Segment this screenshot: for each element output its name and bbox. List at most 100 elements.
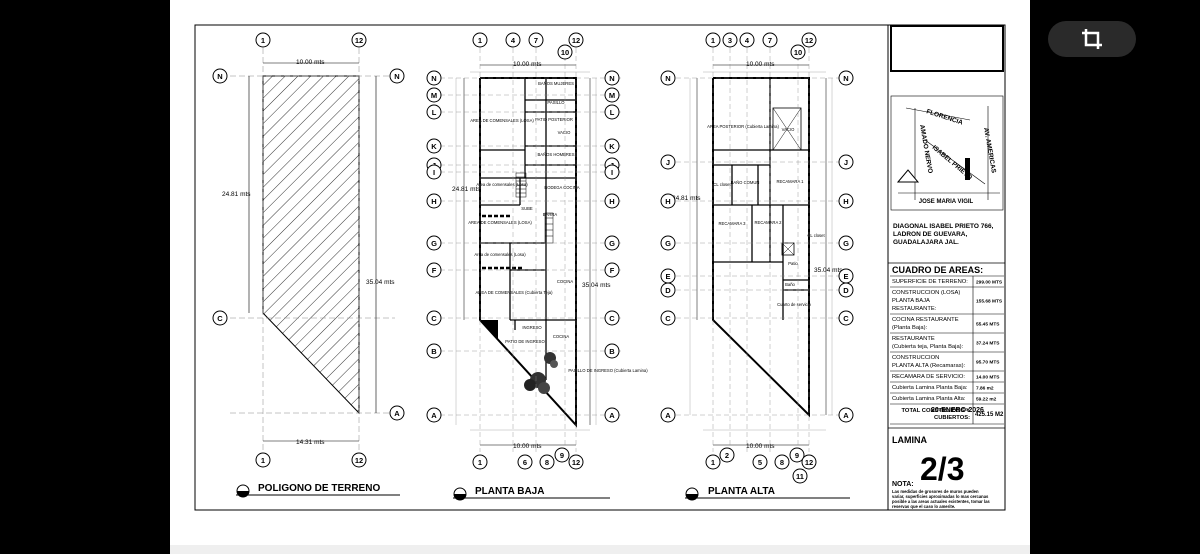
pa-axis-bottom-5: 5 bbox=[752, 454, 768, 470]
pb-axis-top-7: 7 bbox=[528, 32, 544, 48]
terrain-title: POLIGONO DE TERRENO bbox=[258, 483, 380, 494]
area-row-label: Cubierta Lamina Planta Alta: bbox=[892, 396, 966, 402]
pb-room-comensales-losa-3: AREA DE COMENSALES (LOSA) bbox=[468, 220, 532, 225]
pa-axis-right-G: G bbox=[838, 235, 854, 251]
svg-text:F: F bbox=[610, 266, 615, 275]
address-line-2: LADRON DE GUEVARA, bbox=[893, 231, 967, 238]
pb-room-pasillo: PASILLO bbox=[547, 100, 565, 105]
pb-axis-right-N: N bbox=[604, 70, 620, 86]
pa-axis-top-4: 4 bbox=[739, 32, 755, 48]
pa-axis-top-12: 12 bbox=[801, 32, 817, 48]
pb-room-bodega-cocina: BODEGA COCINA bbox=[544, 185, 579, 190]
pa-dim-bottom: 10.00 mts bbox=[746, 443, 775, 450]
area-row-value: 55.45 MTS bbox=[976, 322, 1000, 328]
pa-room-closet-2: CL closet bbox=[807, 233, 825, 238]
svg-text:8: 8 bbox=[545, 458, 549, 467]
pa-axis-bottom-11: 11 bbox=[792, 468, 808, 484]
pb-room-banos-hombres: BAÑOS HOMBRES bbox=[538, 152, 575, 157]
pb-room-sube: SUBE bbox=[521, 206, 533, 211]
pa-axis-left-E: E bbox=[660, 268, 676, 284]
terrain-polygon-view: 10.00 mts 24.81 mts 35.04 mts 14.31 mts … bbox=[212, 32, 405, 498]
pa-axis-bottom-9: 9 bbox=[789, 447, 805, 463]
pa-axis-top-7: 7 bbox=[762, 32, 778, 48]
svg-text:4: 4 bbox=[511, 36, 516, 45]
area-row-label: CONSTRUCCION bbox=[892, 355, 939, 361]
terrain-dim-right: 35.04 mts bbox=[366, 279, 395, 286]
svg-text:12: 12 bbox=[572, 458, 580, 467]
svg-text:12: 12 bbox=[355, 456, 363, 465]
terrain-axis-top-12: 12 bbox=[351, 32, 367, 48]
svg-text:1: 1 bbox=[478, 36, 482, 45]
pb-axis-bottom-6: 6 bbox=[517, 454, 533, 470]
pa-axis-right-J: J bbox=[838, 154, 854, 170]
svg-text:12: 12 bbox=[355, 36, 363, 45]
pb-room-banos-mujeres: BAÑOS MUJERES bbox=[538, 81, 574, 86]
location-map: FLORENCIA AMADO NERVO AV. AMERICAS ISABE… bbox=[890, 95, 1004, 211]
street-jose-maria-vigil: JOSE MARIA VIGIL bbox=[919, 199, 974, 205]
svg-text:1: 1 bbox=[261, 36, 265, 45]
svg-text:1: 1 bbox=[261, 456, 265, 465]
pa-axis-bottom-2: 2 bbox=[719, 447, 735, 463]
area-row-value: 299.00 MTS bbox=[976, 280, 1003, 286]
terrain-dim-left: 24.81 mts bbox=[222, 191, 251, 198]
address-line-1: DIAGONAL ISABEL PRIETO 766, bbox=[893, 223, 994, 230]
svg-text:B: B bbox=[431, 347, 437, 356]
svg-text:I: I bbox=[433, 168, 435, 177]
pb-axis-right-L: L bbox=[604, 104, 620, 120]
planta-baja-title: PLANTA BAJA bbox=[475, 486, 544, 497]
pa-axis-left-C: C bbox=[660, 310, 676, 326]
architectural-drawing: 10.00 mts 24.81 mts 35.04 mts 14.31 mts … bbox=[194, 24, 1006, 511]
pb-room-comensales-losa-4: Area de comensales (Losa) bbox=[474, 252, 526, 257]
svg-text:G: G bbox=[665, 239, 671, 248]
pa-axis-right-N: N bbox=[838, 70, 854, 86]
svg-text:C: C bbox=[843, 314, 849, 323]
pa-room-bano-comun: BAÑO COMUN bbox=[731, 180, 760, 185]
svg-text:3: 3 bbox=[728, 36, 732, 45]
pb-axis-left-K: K bbox=[426, 138, 442, 154]
pa-axis-left-N: N bbox=[660, 70, 676, 86]
svg-text:K: K bbox=[431, 142, 437, 151]
svg-text:J: J bbox=[844, 158, 848, 167]
svg-text:1: 1 bbox=[711, 36, 715, 45]
pb-room-comensales-losa-1: AREA DE COMENSALES (LOSA) bbox=[470, 118, 534, 123]
svg-text:J: J bbox=[666, 158, 670, 167]
pa-room-recamara-1: RECAMARA 1 bbox=[777, 179, 805, 184]
pb-room-comensales-teja: AREA DE COMENSALES (Cubierta Teja) bbox=[476, 290, 554, 295]
pb-dim-right: 35.04 mts bbox=[582, 282, 611, 289]
pb-axis-left-L: L bbox=[426, 104, 442, 120]
logo-box bbox=[890, 25, 1004, 72]
pa-room-closet-1: CL closet bbox=[713, 182, 731, 187]
pa-room-recamara-2: RECAMARA 2 bbox=[755, 220, 783, 225]
pb-axis-bottom-1: 1 bbox=[472, 454, 488, 470]
area-row-label: RECAMARA DE SERVICIO: bbox=[892, 374, 965, 380]
pb-axis-left-I: I bbox=[426, 164, 442, 180]
pb-axis-top-4: 4 bbox=[505, 32, 521, 48]
pa-dim-left: 24.81 mts bbox=[672, 195, 701, 202]
svg-text:A: A bbox=[665, 411, 671, 420]
svg-text:A: A bbox=[609, 411, 615, 420]
drawing-sheet: 10.00 mts 24.81 mts 35.04 mts 14.31 mts … bbox=[170, 0, 1030, 545]
pa-axis-top-3: 3 bbox=[722, 32, 738, 48]
street-florencia: FLORENCIA bbox=[925, 108, 964, 126]
pb-dim-bottom: 10.00 mts bbox=[513, 443, 542, 450]
area-row-value: 7.86 m2 bbox=[976, 386, 994, 392]
crop-button[interactable] bbox=[1048, 21, 1136, 57]
nota-line-4: reservas que el caso lo amerite. bbox=[892, 504, 955, 509]
pa-axis-top-10: 10 bbox=[790, 44, 806, 60]
pb-axis-left-H: H bbox=[426, 193, 442, 209]
area-row-label: PLANTA BAJA bbox=[892, 298, 930, 304]
title-block: FLORENCIA AMADO NERVO AV. AMERICAS ISABE… bbox=[888, 25, 1005, 509]
svg-text:H: H bbox=[431, 197, 436, 206]
pb-axis-bottom-9: 9 bbox=[554, 447, 570, 463]
pa-room-cuarto-servicio: Cuarto de servicio bbox=[777, 302, 811, 307]
terrain-axis-left-c: C bbox=[212, 310, 228, 326]
pa-room-patio: Patio bbox=[788, 261, 798, 266]
pb-axis-right-B: B bbox=[604, 343, 620, 359]
pa-axis-right-C: C bbox=[838, 310, 854, 326]
planta-baja-view: BAÑOS MUJERES PASILLO AREA DE COMENSALES… bbox=[426, 32, 648, 501]
pb-axis-right-C: C bbox=[604, 310, 620, 326]
pb-room-vacio: VACIO bbox=[558, 130, 571, 135]
svg-text:K: K bbox=[609, 142, 615, 151]
pa-room-area-posterior: AREA POSTERIOR (Cubierta Lamina) bbox=[707, 124, 779, 129]
nota-line-3: posible a las areas actuales existentes,… bbox=[892, 499, 990, 504]
